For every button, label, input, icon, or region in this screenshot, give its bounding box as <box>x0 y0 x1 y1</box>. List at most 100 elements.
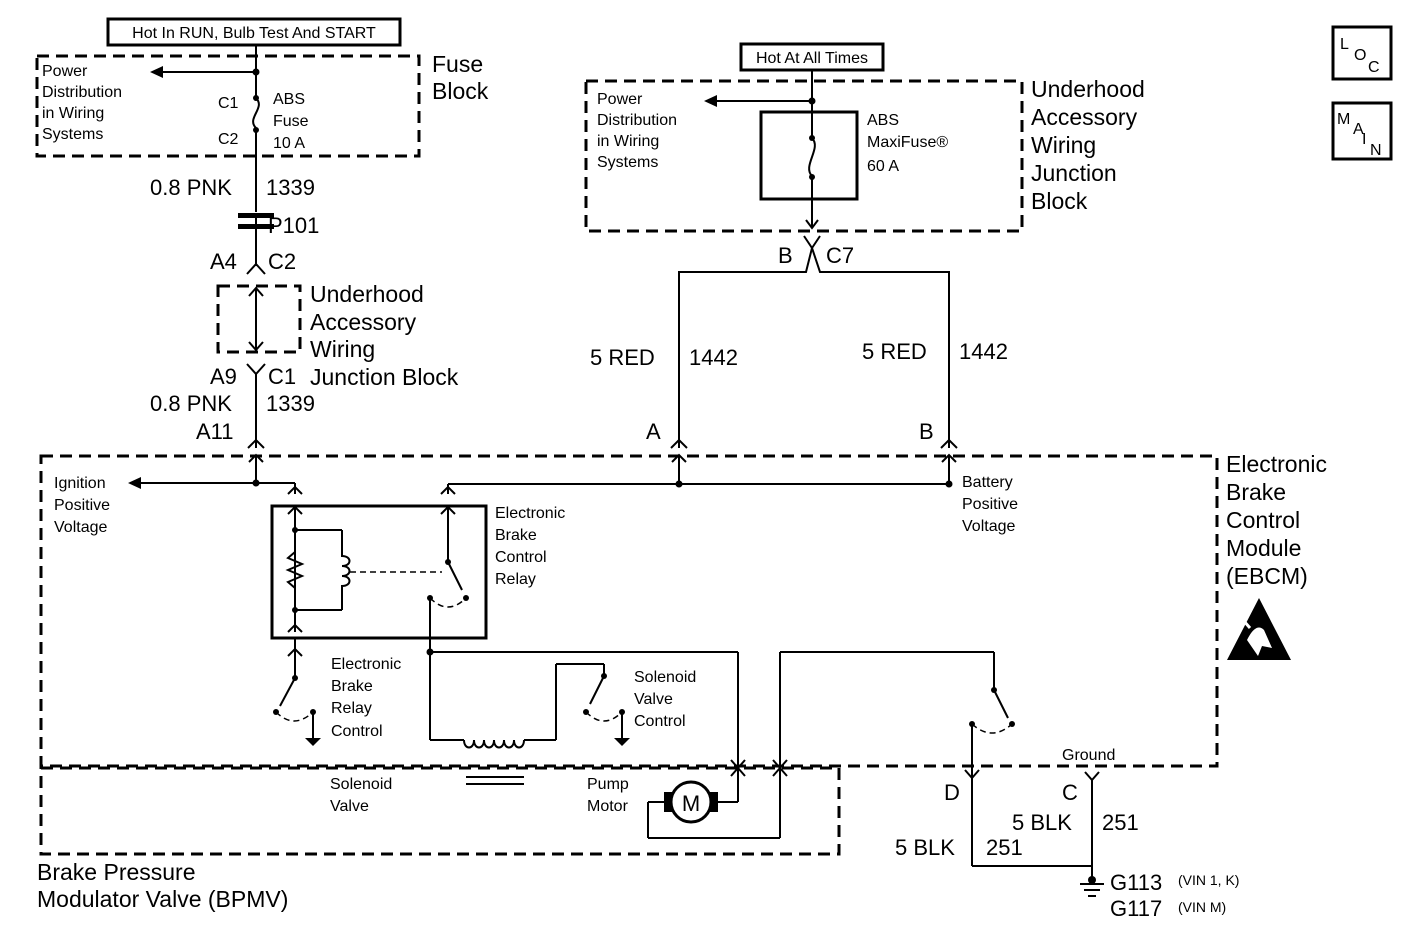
ground-wires: 5 BLK 251 5 BLK 251 G113 (VIN 1, K) G117… <box>895 778 1239 921</box>
fuse-c1-label: C1 <box>218 95 239 112</box>
pin-b-label: B <box>919 419 934 444</box>
ground-g117-label: G117 <box>1110 896 1162 921</box>
abs-fuse-label-1: ABS <box>273 91 305 108</box>
left-wire-chain: 0.8 PNK 1339 P101 A4 C2 Underhood Access… <box>150 175 459 449</box>
wire-circuit-251-right: 251 <box>1102 810 1139 835</box>
pin-a4-label: A4 <box>210 249 237 274</box>
wire-circuit-1339-bottom: 1339 <box>266 391 315 416</box>
underhood-title-2: Accessory <box>1031 104 1138 130</box>
ground-g113-note: (VIN 1, K) <box>1178 872 1239 888</box>
ground-label: Ground <box>1062 747 1115 764</box>
solenoid-control-label-3: Control <box>634 713 686 730</box>
pin-b-top-label: B <box>778 243 793 268</box>
solenoid-control-label-1: Solenoid <box>634 669 696 686</box>
relay-control-switch <box>273 638 321 746</box>
pin-a9-label: A9 <box>210 364 237 389</box>
ignition-label-2: Positive <box>54 497 110 514</box>
loc-letter-l: L <box>1340 36 1349 53</box>
fuse-power-dist-3: in Wiring <box>42 105 104 122</box>
left-junction-title-4: Junction Block <box>310 364 459 390</box>
wire-gauge-red-right: 5 RED <box>862 339 927 364</box>
fuse-power-dist-2: Distribution <box>42 84 122 101</box>
arrow-left-icon <box>128 477 141 489</box>
ground-icon <box>614 738 630 746</box>
esd-warning-icon <box>1227 598 1291 660</box>
wire-gauge-red-left: 5 RED <box>590 345 655 370</box>
wire-gauge-blk-right: 5 BLK <box>1012 810 1072 835</box>
p101-connector-icon <box>238 213 274 218</box>
ebcm-title-4: Module <box>1226 535 1301 561</box>
maxifuse-label-2: MaxiFuse® <box>867 134 948 151</box>
right-red-wires: B C7 5 RED 1442 5 RED 1442 A B <box>590 235 1008 449</box>
connector-c2-icon <box>246 262 266 275</box>
maxifuse-label-3: 60 A <box>867 158 899 175</box>
connector-c2-label: C2 <box>268 249 296 274</box>
relay-label-2: Brake <box>495 527 537 544</box>
main-letter-i: I <box>1362 131 1366 148</box>
solenoid-valve-label-1: Solenoid <box>330 776 392 793</box>
main-button[interactable]: M A I N <box>1331 101 1393 161</box>
underhood-power-dist-2: Distribution <box>597 112 677 129</box>
ebcm-title-1: Electronic <box>1226 451 1327 477</box>
underhood-title-1: Underhood <box>1031 76 1145 102</box>
ebcm-title-3: Control <box>1226 507 1300 533</box>
hot-in-run-text: Hot In RUN, Bulb Test And START <box>132 25 376 42</box>
maxifuse-label-1: ABS <box>867 112 899 129</box>
left-junction-title-1: Underhood <box>310 281 424 307</box>
ebcm-title-5: (EBCM) <box>1226 563 1308 589</box>
fuse-c2-label: C2 <box>218 131 239 148</box>
underhood-accessory-block: Underhood Accessory Wiring Junction Bloc… <box>584 70 1145 233</box>
loc-letter-o: O <box>1354 47 1366 64</box>
wire-gauge-pnk-top: 0.8 PNK <box>150 175 232 200</box>
hot-at-all-times-text: Hot At All Times <box>756 50 868 67</box>
pump-motor-label-1: Pump <box>587 776 629 793</box>
battery-label-2: Positive <box>962 496 1018 513</box>
brake-control-relay <box>270 504 488 640</box>
pump-motor-label-2: Motor <box>587 798 629 815</box>
wire-circuit-1442-right: 1442 <box>959 339 1008 364</box>
bpmv-title-2: Modulator Valve (BPMV) <box>37 886 288 912</box>
resistor-icon <box>285 551 305 589</box>
wire-circuit-251-left: 251 <box>986 835 1023 860</box>
hot-at-all-times-label: Hot At All Times <box>739 42 885 72</box>
wire-gauge-pnk-bottom: 0.8 PNK <box>150 391 232 416</box>
fuse-block-title-1: Fuse <box>432 51 483 77</box>
solenoid-control-label-2: Valve <box>634 691 673 708</box>
ground-g113-label: G113 <box>1110 870 1162 895</box>
connector-c1-icon <box>246 363 266 376</box>
ground-icon <box>305 738 321 746</box>
hot-in-run-label: Hot In RUN, Bulb Test And START <box>106 17 402 47</box>
pin-c-label: C <box>1062 780 1078 805</box>
fuse-power-dist-4: Systems <box>42 126 103 143</box>
relay-label-1: Electronic <box>495 505 565 522</box>
relay-control-label-4: Control <box>331 723 383 740</box>
abs-fuse-label-2: Fuse <box>273 113 309 130</box>
solenoid-coil-icon <box>463 739 525 749</box>
main-letter-m: M <box>1337 111 1350 128</box>
underhood-title-4: Junction <box>1031 160 1117 186</box>
underhood-power-dist-3: in Wiring <box>597 133 659 150</box>
coil-icon <box>341 530 351 610</box>
ground-g117-note: (VIN M) <box>1178 899 1226 915</box>
relay-label-4: Relay <box>495 571 536 588</box>
loc-letter-c: C <box>1368 59 1380 76</box>
underhood-title-3: Wiring <box>1031 132 1096 158</box>
fuse-power-dist-1: Power <box>42 63 88 80</box>
battery-label-3: Voltage <box>962 518 1015 535</box>
wire-circuit-1442-left: 1442 <box>689 345 738 370</box>
ignition-label-1: Ignition <box>54 475 106 492</box>
bpmv-title-1: Brake Pressure <box>37 859 196 885</box>
loc-button[interactable]: L O C <box>1331 25 1393 81</box>
solenoid-valve-label-2: Valve <box>330 798 369 815</box>
underhood-title-5: Block <box>1031 188 1088 214</box>
ignition-label-3: Voltage <box>54 519 107 536</box>
wire-circuit-1339-top: 1339 <box>266 175 315 200</box>
p101-label: P101 <box>268 213 319 238</box>
main-letter-a: A <box>1353 121 1364 138</box>
relay-label-3: Control <box>495 549 547 566</box>
pin-a-label: A <box>646 419 661 444</box>
relay-switch-icon <box>447 561 463 591</box>
underhood-power-dist-4: Systems <box>597 154 658 171</box>
relay-control-label-1: Electronic <box>331 656 401 673</box>
